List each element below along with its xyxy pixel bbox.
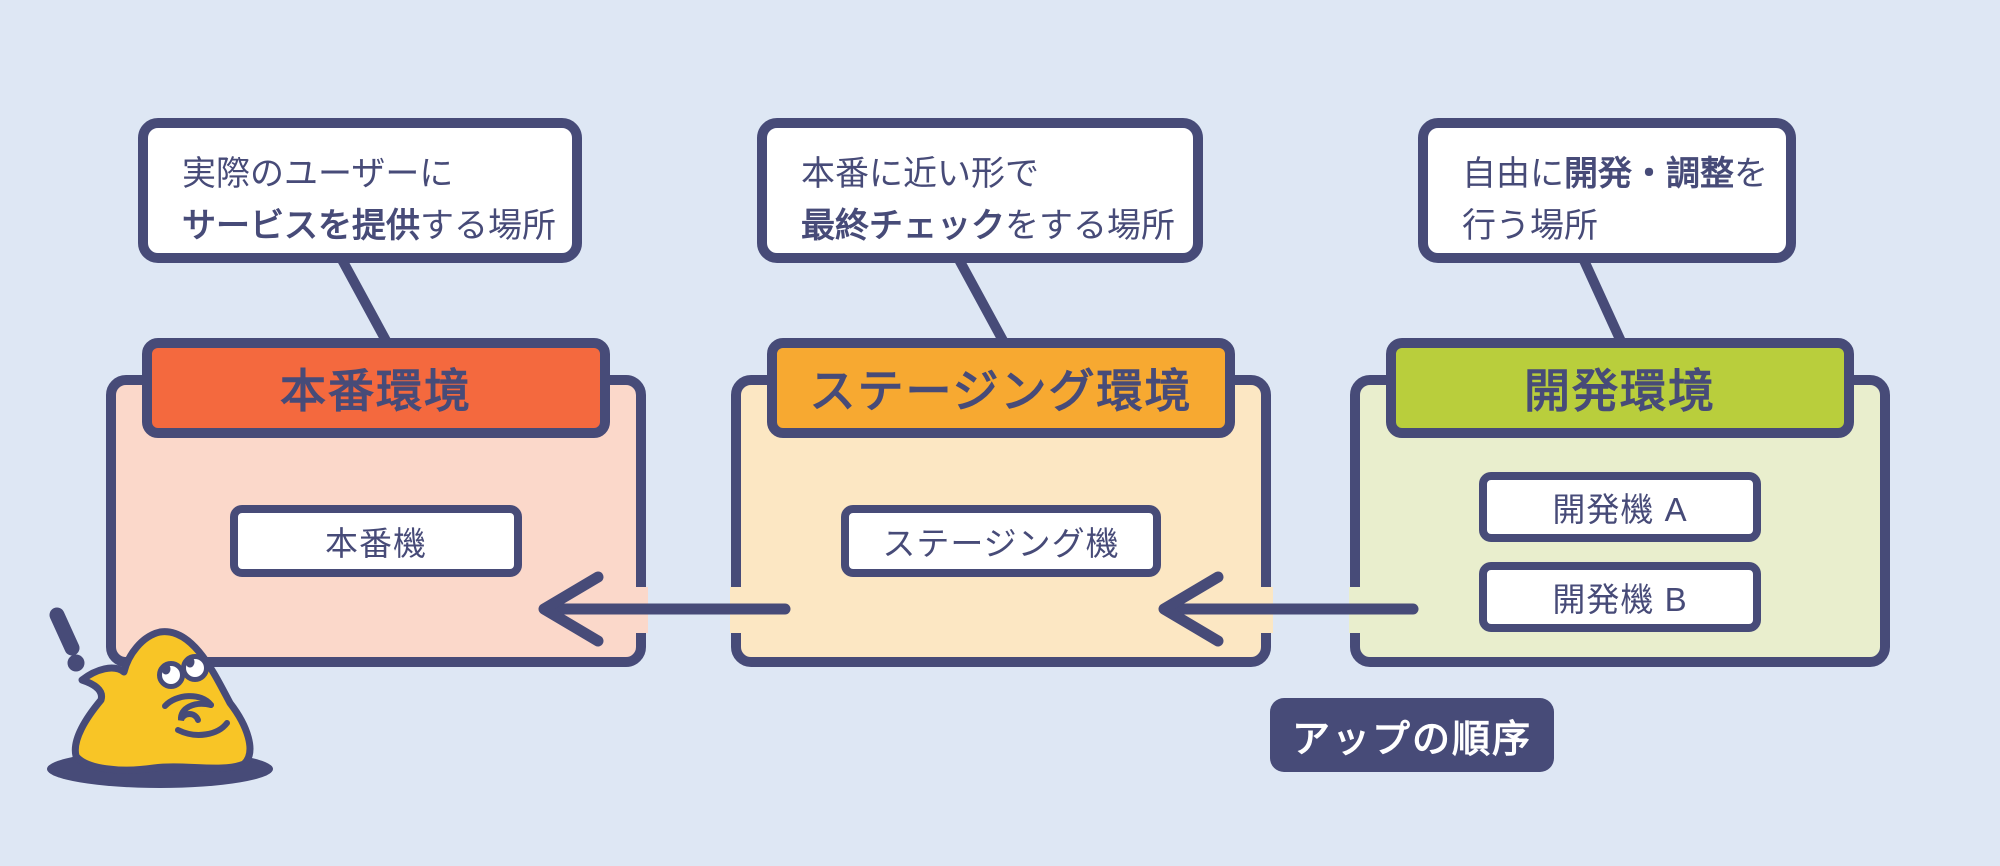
mascot-character	[47, 607, 273, 788]
env-header-development: 開発環境	[1386, 338, 1854, 438]
machine-box-production: 本番機	[230, 505, 522, 577]
callout-development: 自由に開発・調整を 行う場所	[1418, 118, 1796, 263]
connector-line-production	[335, 253, 395, 351]
callout-production-line2: サービスを提供する場所	[182, 207, 556, 245]
machine-label: 開発機 A	[1552, 491, 1688, 528]
callout-production-line1: 実際のユーザーに	[182, 155, 454, 193]
border-gap-production-right	[635, 587, 648, 633]
machine-box-development-b: 開発機 B	[1479, 562, 1761, 632]
connector-line-development	[1577, 253, 1629, 351]
env-title-staging: ステージング環境	[809, 365, 1193, 417]
flow-order-label: アップの順序	[1291, 718, 1532, 761]
machine-label: ステージング機	[882, 525, 1120, 562]
machine-label: 開発機 B	[1552, 581, 1688, 618]
env-header-production: 本番環境	[142, 338, 610, 438]
env-title-development: 開発環境	[1524, 365, 1716, 417]
machine-box-staging: ステージング機	[841, 505, 1161, 577]
mascot-mouth	[162, 693, 230, 738]
machine-label: 本番機	[325, 525, 427, 562]
env-box-development: 開発環境 開発機 A 開発機 B	[1350, 338, 1890, 667]
connector-line-staging	[952, 253, 1012, 351]
callout-development-line2: 行う場所	[1462, 207, 1598, 245]
callout-staging-line2: 最終チェックをする場所	[801, 207, 1175, 245]
border-gap-staging-right	[1260, 587, 1273, 633]
machine-box-development-a: 開発機 A	[1479, 472, 1761, 542]
env-title-production: 本番環境	[280, 365, 472, 417]
callout-staging-line1: 本番に近い形で	[801, 155, 1039, 193]
env-header-staging: ステージング環境	[767, 338, 1235, 438]
callout-staging: 本番に近い形で 最終チェックをする場所	[757, 118, 1203, 263]
mascot-eyes	[157, 654, 209, 689]
exclamation-mark-icon	[49, 607, 85, 672]
mascot-body	[71, 628, 254, 774]
border-gap-staging-left	[730, 587, 743, 633]
border-gap-development-left	[1349, 587, 1362, 633]
callout-development-line1: 自由に開発・調整を	[1462, 155, 1768, 193]
env-box-staging: ステージング環境 ステージング機	[731, 338, 1271, 667]
flow-order-badge: アップの順序	[1270, 698, 1554, 772]
callout-production: 実際のユーザーに サービスを提供する場所	[138, 118, 582, 263]
env-box-production: 本番環境 本番機	[106, 338, 646, 667]
